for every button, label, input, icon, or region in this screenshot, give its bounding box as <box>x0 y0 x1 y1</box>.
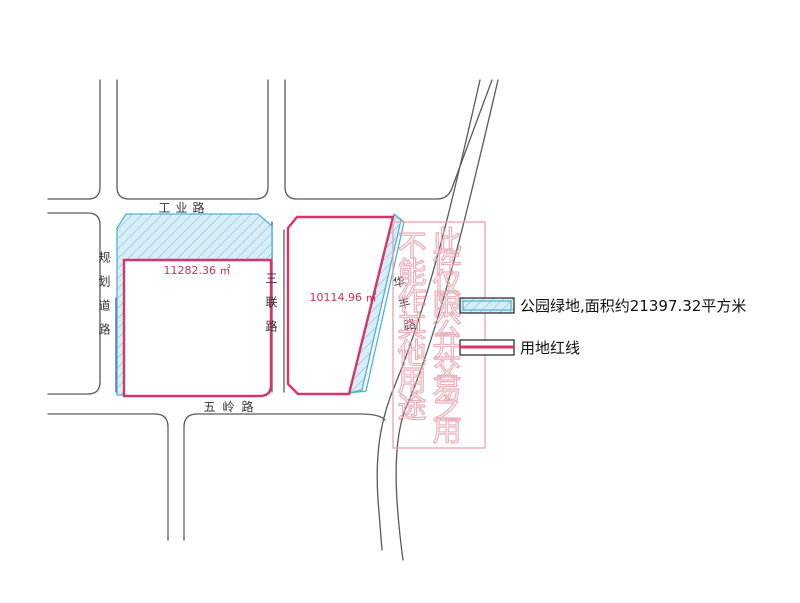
green-area-west <box>116 213 273 396</box>
road-edge <box>395 79 499 561</box>
road-label-guihua: 规划道路 <box>97 250 111 347</box>
redline-east-parcel <box>286 215 395 396</box>
parcel-area-west: 11282.36 ㎡ <box>164 264 231 277</box>
disclaimer-stamp: 此件仅限公开交易之用 不能作其他用途 <box>392 221 486 449</box>
redline-west-parcel <box>122 258 273 398</box>
road-edge <box>47 79 101 200</box>
road-edge <box>183 413 386 541</box>
parcel-area-east: 10114.96 ㎡ <box>310 291 377 304</box>
stamp-line-1: 此件仅限公开交易之用 <box>428 226 462 444</box>
green-area-east-edge <box>348 213 405 394</box>
road-edge <box>47 413 169 541</box>
legend-green-swatch <box>459 297 515 314</box>
road-network <box>47 79 499 561</box>
legend-green-swatch-inner <box>462 300 512 311</box>
stamp-line-2: 不能作其他用途 <box>393 230 427 421</box>
road-edge <box>284 79 493 200</box>
road-label-wuling: 五岭路 <box>203 399 260 414</box>
road-edge <box>116 79 269 200</box>
road-edge <box>376 79 481 551</box>
road-label-sanlian: 三联路 <box>264 272 278 344</box>
legend-green-label: 公园绿地,面积约21397.32平方米 <box>520 297 746 315</box>
stamp-border <box>392 221 486 449</box>
legend-redline-label: 用地红线 <box>520 339 580 357</box>
legend: 公园绿地,面积约21397.32平方米 用地红线 <box>459 297 746 357</box>
road-label-gongye: 工业路 <box>158 200 209 215</box>
road-edge <box>47 212 101 395</box>
